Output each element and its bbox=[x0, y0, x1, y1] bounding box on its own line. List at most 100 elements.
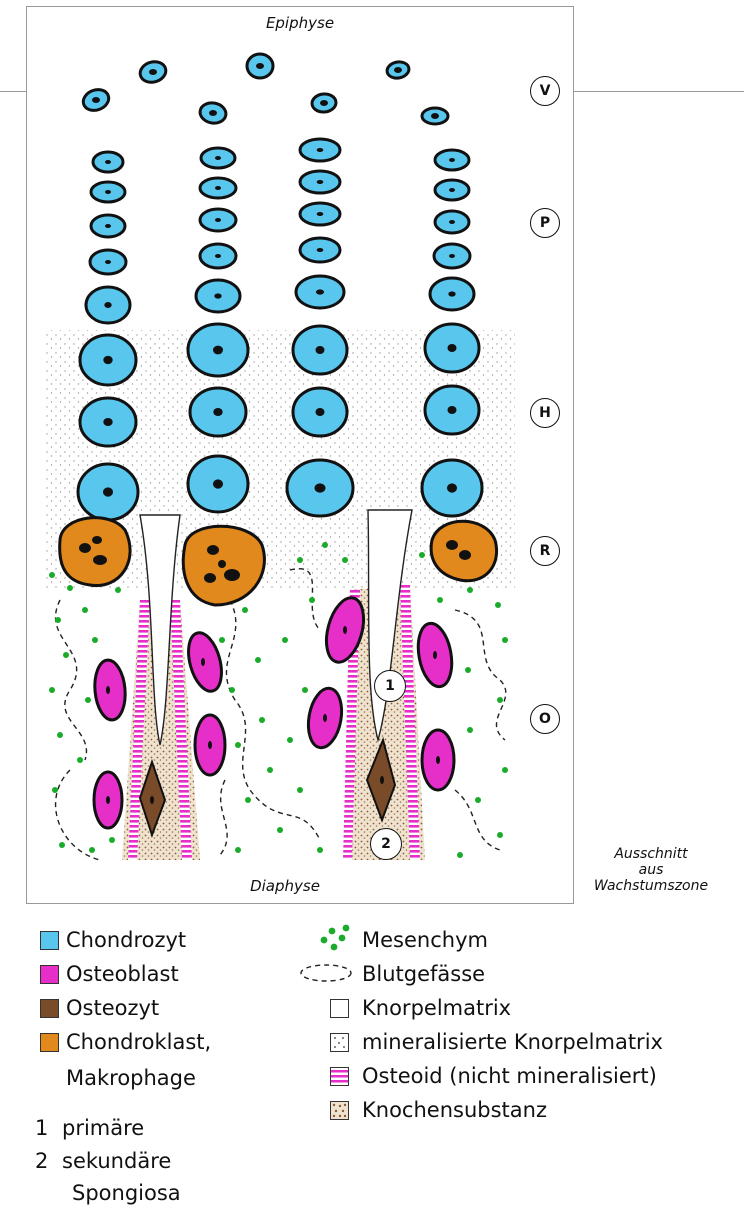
chondrocyte bbox=[78, 464, 138, 520]
chondrocyte bbox=[188, 456, 248, 512]
chondrocyte bbox=[300, 139, 340, 161]
legend-sekundaere: sekundäre bbox=[62, 1148, 171, 1174]
chondrocyte bbox=[293, 388, 347, 436]
chondrocyte-nucleus bbox=[431, 113, 439, 119]
primary-spongiosa-marker: 1 bbox=[374, 670, 406, 702]
chondrocyte-nucleus bbox=[215, 186, 221, 190]
chondrocyte bbox=[422, 460, 482, 516]
chondrocyte bbox=[435, 211, 469, 233]
chondrocyte bbox=[198, 101, 227, 125]
legend-num-1: 1 bbox=[35, 1115, 48, 1141]
bone-substance-swatch bbox=[330, 1101, 349, 1120]
legend-knorpelmatrix: Knorpelmatrix bbox=[362, 995, 511, 1021]
chondrocyte-nucleus bbox=[394, 67, 402, 73]
chondrocyte bbox=[300, 171, 340, 193]
legend-osteoid: Osteoid (nicht mineralisiert) bbox=[362, 1063, 657, 1089]
caption-line: Wachstumszone bbox=[566, 878, 736, 894]
chondrocyte bbox=[200, 178, 236, 198]
legend-spongiosa: Spongiosa bbox=[72, 1180, 181, 1206]
chondrocyte-nucleus bbox=[447, 483, 457, 492]
chondrocyte-nucleus bbox=[103, 356, 112, 364]
chondrocyte bbox=[422, 108, 448, 124]
chondrocyte-nucleus bbox=[213, 346, 223, 355]
chondrocyte bbox=[296, 276, 344, 308]
cartilage-matrix-swatch bbox=[330, 999, 349, 1018]
chondrocyte-swatch bbox=[40, 931, 59, 950]
chondrocyte bbox=[434, 244, 470, 268]
chondrocyte bbox=[201, 148, 235, 168]
legend-chondroklast: Chondroklast, bbox=[66, 1029, 211, 1055]
blood-vessels bbox=[56, 569, 506, 860]
zone-marker-r: R bbox=[530, 536, 560, 566]
chondrocyte-nucleus bbox=[103, 487, 113, 496]
chondrocyte bbox=[300, 203, 340, 225]
chondrocyte-nucleus bbox=[448, 291, 455, 296]
diaphyse-label: Diaphyse bbox=[215, 877, 355, 895]
zone-marker-p: P bbox=[530, 208, 560, 238]
chondrocyte bbox=[425, 324, 479, 372]
chondrocyte bbox=[435, 150, 469, 170]
chondrocyte-nucleus bbox=[92, 97, 100, 103]
zone-marker-o: O bbox=[530, 704, 560, 734]
chondrocyte bbox=[300, 238, 340, 262]
blood-vessel-icon bbox=[297, 962, 355, 984]
chondrocyte bbox=[287, 460, 353, 516]
legend-mineralisierte-knorpelmatrix: mineralisierte Knorpelmatrix bbox=[362, 1029, 663, 1055]
figure-caption: Ausschnitt aus Wachstumszone bbox=[566, 846, 736, 894]
chondrocyte-nucleus bbox=[213, 479, 223, 488]
chondrocyte-nucleus bbox=[317, 148, 324, 152]
chondrocyte bbox=[190, 388, 246, 436]
chondrocyte-nucleus bbox=[449, 254, 455, 258]
chondrocyte-nucleus bbox=[214, 293, 221, 298]
chondrocyte-nucleus bbox=[215, 218, 221, 222]
caption-line: aus bbox=[566, 862, 736, 878]
chondrocyte-nucleus bbox=[105, 160, 111, 164]
chondrocyte-nucleus bbox=[149, 69, 157, 75]
zone-marker-h: H bbox=[530, 398, 560, 428]
chondrocyte-nucleus bbox=[448, 406, 457, 414]
chondrocyte-nucleus bbox=[320, 100, 328, 106]
legend-makrophage: Makrophage bbox=[66, 1065, 196, 1091]
secondary-spongiosa-marker: 2 bbox=[370, 828, 402, 860]
growth-zone-illustration bbox=[0, 0, 744, 905]
legend-knochensubstanz: Knochensubstanz bbox=[362, 1097, 547, 1123]
chondrocyte bbox=[293, 326, 347, 374]
chondrocyte-nucleus bbox=[105, 260, 111, 264]
chondrocyte-nucleus bbox=[316, 289, 324, 294]
chondroclast-swatch bbox=[40, 1033, 59, 1052]
chondrocyte bbox=[247, 54, 273, 78]
chondrocyte bbox=[138, 59, 168, 85]
chondrocyte bbox=[86, 287, 130, 323]
chondrocyte bbox=[425, 386, 479, 434]
chondrocyte bbox=[386, 60, 410, 80]
chondrocyte bbox=[91, 182, 125, 202]
chondrocyte-nucleus bbox=[449, 188, 455, 192]
chondrocyte bbox=[80, 335, 136, 385]
chondrocyte-nucleus bbox=[105, 224, 111, 228]
chondrocyte-nucleus bbox=[215, 254, 221, 258]
chondrocyte bbox=[80, 398, 136, 446]
legend-osteozyt: Osteozyt bbox=[66, 995, 159, 1021]
chondrocyte-nucleus bbox=[104, 302, 111, 308]
epiphyse-label: Epiphyse bbox=[230, 14, 370, 32]
mesenchyme-dots-icon bbox=[316, 922, 354, 952]
chondrocyte bbox=[200, 209, 236, 231]
legend-num-2: 2 bbox=[35, 1148, 48, 1174]
legend-mesenchym: Mesenchym bbox=[362, 927, 488, 953]
chondrocyte bbox=[93, 152, 123, 172]
zone-marker-v: V bbox=[530, 76, 560, 106]
chondrocyte-nucleus bbox=[449, 158, 455, 162]
osteoid-swatch bbox=[330, 1067, 349, 1086]
chondrocyte bbox=[80, 86, 111, 114]
chondrocyte-nucleus bbox=[209, 110, 217, 116]
chondrocyte bbox=[430, 278, 474, 310]
chondrocyte-nucleus bbox=[105, 190, 111, 194]
chondrocyte-nucleus bbox=[317, 248, 324, 252]
chondrocyte-nucleus bbox=[315, 483, 326, 492]
chondrocyte-nucleus bbox=[215, 156, 221, 160]
chondrocyte-nucleus bbox=[317, 180, 324, 184]
chondrocyte-nucleus bbox=[317, 212, 324, 216]
osteocyte-swatch bbox=[40, 999, 59, 1018]
legend-chondrozyt: Chondrozyt bbox=[66, 927, 186, 953]
legend-osteoblast: Osteoblast bbox=[66, 961, 179, 987]
